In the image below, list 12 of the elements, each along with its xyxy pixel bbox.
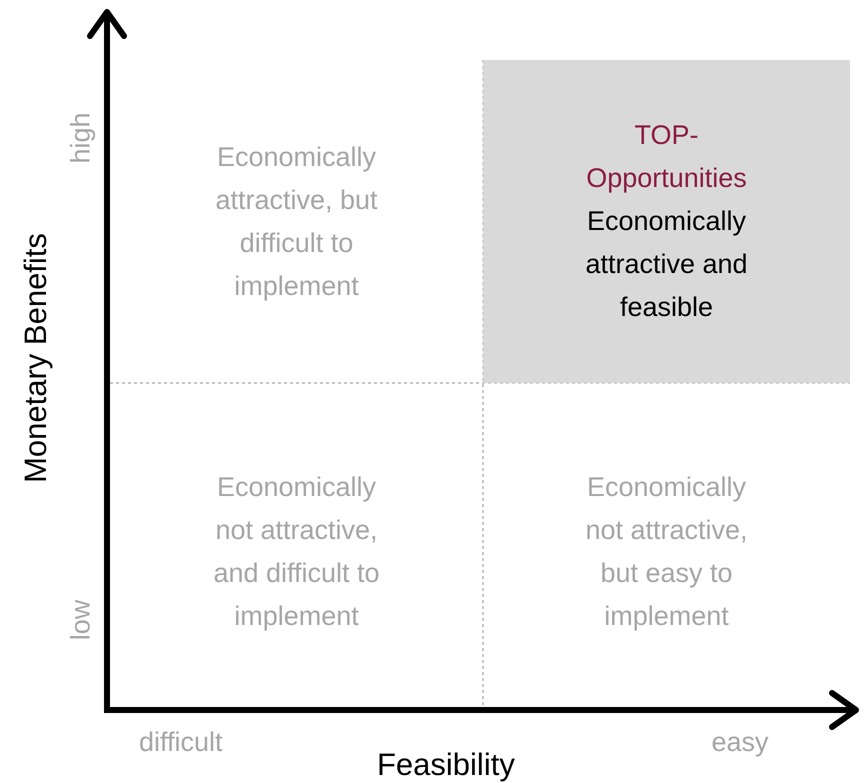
quadrant-text: Economically attractive and feasible xyxy=(584,205,749,324)
highlighted-quadrant xyxy=(483,60,850,383)
quadrant-text: Economically attractive, but difficult to implement xyxy=(214,140,379,303)
axis-tick-label: easy xyxy=(712,726,769,758)
axis-title: Monetary Benefits xyxy=(20,233,52,483)
quadrant-text: Economically not attractive, but easy to implement xyxy=(584,470,749,633)
quadrant-text: Economically not attractive, and difficult to implement xyxy=(212,470,381,633)
axis-tick-label: high xyxy=(64,112,96,164)
quadrant-heading: TOP-Opportunities xyxy=(585,119,748,195)
axis-tick-label: low xyxy=(64,600,96,640)
axis-tick-label: difficult xyxy=(139,726,223,758)
axis-title: Feasibility xyxy=(377,749,515,781)
